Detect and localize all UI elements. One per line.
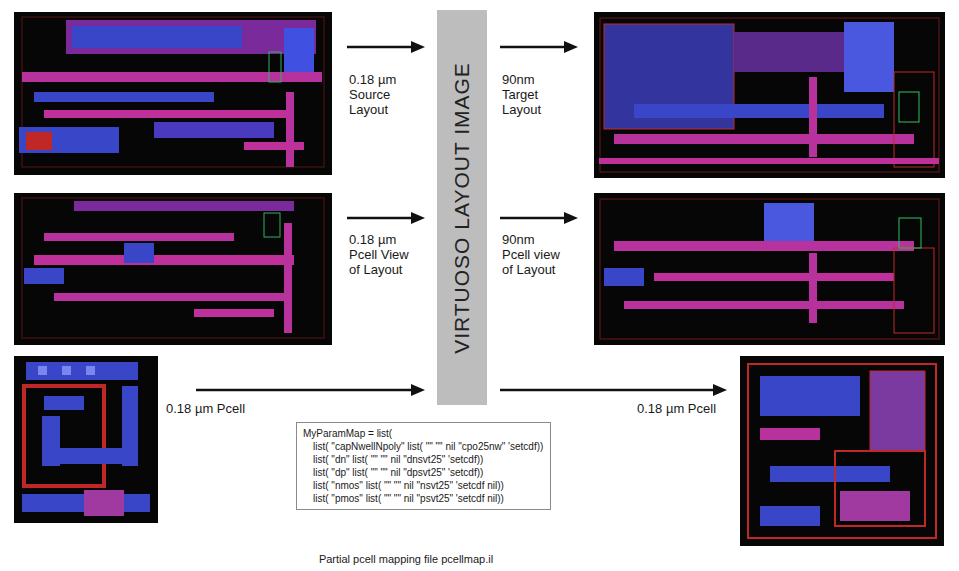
code-box: MyParamMap = list(list( "capNwellNpoly" … [296, 422, 551, 510]
layout-shape [24, 268, 64, 284]
layout-shape [654, 273, 894, 281]
layout-ground [14, 12, 332, 175]
layout-shape [284, 223, 292, 333]
band-title: VIRTUOSO LAYOUT IMAGE [450, 62, 474, 354]
layout-shape [894, 248, 934, 333]
layout-shape [26, 132, 52, 150]
layout-shape [26, 362, 138, 380]
layout-shape [269, 52, 281, 82]
layout-shape [42, 448, 124, 464]
layout-shape [44, 233, 234, 241]
layout-shape [44, 396, 84, 410]
layout-shape [604, 268, 644, 286]
layout-shape [809, 77, 817, 157]
layout-shape [844, 22, 894, 92]
layout-shape [244, 142, 304, 150]
arrow-line [500, 46, 566, 49]
layout-shape [38, 366, 47, 375]
arrow-label: 0.18 µm Pcell [637, 401, 716, 416]
layout-shape [22, 72, 322, 82]
arrow-label: 0.18 µm Pcell [166, 401, 245, 416]
layout-shape [34, 255, 294, 265]
layout-image [14, 12, 332, 175]
layout-shape [34, 92, 214, 102]
arrow-label: 90nm Pcell view of Layout [502, 232, 564, 277]
layout-shape [760, 376, 860, 416]
layout-ground [14, 193, 332, 345]
layout-shape [86, 366, 95, 375]
layout-shape [54, 293, 284, 301]
layout-frame [748, 364, 936, 538]
layout-shape [62, 366, 71, 375]
arrow-line [500, 389, 715, 392]
layout-ground [740, 356, 944, 546]
arrow-head [411, 212, 425, 224]
code-line: list( "capNwellNpoly" list( "" "" nil "c… [303, 440, 543, 453]
layout-shape [614, 241, 914, 251]
layout-image [594, 12, 945, 178]
layout-shape [894, 72, 934, 167]
layout-shape [264, 213, 280, 237]
arrow-label: 0.18 µm Pcell View of Layout [349, 232, 421, 277]
layout-shape [870, 371, 925, 451]
layout-frame [600, 18, 939, 172]
layout-shape [44, 110, 294, 118]
arrow-line [196, 389, 413, 392]
layout-shape [154, 122, 274, 138]
arrow-head [411, 41, 425, 53]
layout-shape [899, 218, 921, 248]
layout-image [14, 356, 158, 523]
layout-shape [760, 506, 820, 526]
code-line: list( "pmos" list( "" "" nil "psvt25" 's… [303, 492, 504, 505]
layout-image [14, 193, 332, 345]
code-line: list( "dn" list( "" "" nil "dnsvt25" 'se… [303, 453, 483, 466]
layout-shape [24, 386, 104, 486]
layout-frame [600, 199, 939, 339]
arrow-line [347, 46, 413, 49]
arrow-head [411, 384, 425, 396]
layout-shape [74, 201, 294, 211]
arrow [196, 41, 727, 396]
layout-shape [760, 428, 820, 440]
layout-shape [770, 466, 890, 482]
layout-shape [734, 32, 844, 72]
caption: Partial pcell mapping file pcellmap.il [256, 553, 556, 565]
layout-shape [840, 491, 910, 521]
layout-shape [599, 158, 939, 164]
code-line: list( "dp" list( "" "" nil "dpsvt25" 'se… [303, 466, 483, 479]
arrow-label: 0.18 µm Source Layout [349, 72, 419, 117]
code-line: list( "nmos" list( "" "" nil "nsvt25" 's… [303, 479, 504, 492]
layout-shape [122, 386, 138, 466]
layout-frame [22, 198, 324, 338]
label-band: VIRTUOSO LAYOUT IMAGE [437, 10, 487, 405]
arrow-line [500, 217, 566, 220]
layout-shape [835, 451, 925, 526]
layout-shape [899, 92, 919, 122]
layout-shape [84, 490, 124, 516]
arrow-head [564, 41, 578, 53]
layout-shape [634, 104, 884, 118]
layout-ground [594, 12, 945, 178]
layout-shape [124, 243, 154, 263]
layout-ground [594, 193, 945, 345]
arrow-line [347, 217, 413, 220]
layout-shape [19, 127, 119, 153]
layout-ground [14, 356, 158, 523]
code-line: MyParamMap = list( [303, 427, 392, 440]
layout-shape [624, 301, 904, 309]
arrow-head [713, 384, 727, 396]
layout-image [594, 193, 945, 345]
layout-shape [286, 92, 294, 167]
layout-shape [284, 28, 314, 78]
layout-shape [194, 309, 274, 317]
arrow-label: 90nm Target Layout [502, 72, 564, 117]
layout-shape [72, 26, 242, 48]
layout-shape [809, 253, 817, 323]
layout-shape [66, 20, 316, 54]
layout-image [740, 356, 944, 546]
arrow-head [564, 212, 578, 224]
layout-shape [614, 134, 914, 144]
